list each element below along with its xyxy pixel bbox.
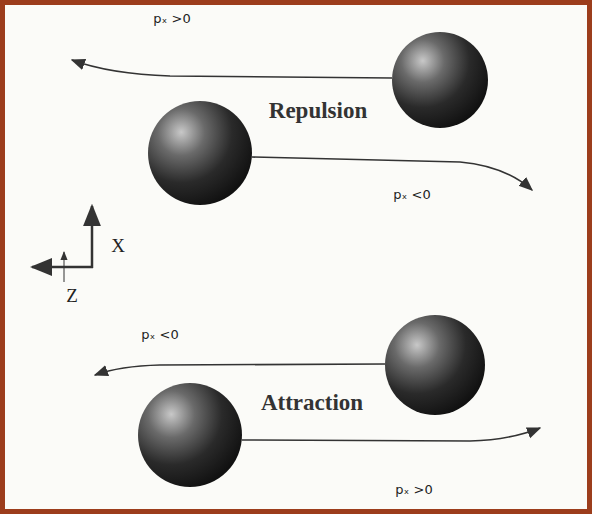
momentum-label: pₓ <0 bbox=[141, 328, 178, 342]
trajectory-arrow bbox=[252, 157, 532, 190]
axis-label: X bbox=[111, 236, 125, 257]
particle-sphere bbox=[138, 383, 242, 487]
momentum-label: pₓ >0 bbox=[395, 483, 432, 497]
trajectory-arrow bbox=[242, 428, 540, 441]
trajectory-arrow bbox=[72, 60, 392, 78]
momentum-label: pₓ >0 bbox=[153, 12, 190, 26]
regime-label: Attraction bbox=[261, 390, 363, 415]
particle-sphere bbox=[148, 101, 252, 205]
momentum-label: pₓ <0 bbox=[393, 188, 430, 202]
axis-label: Z bbox=[66, 286, 78, 307]
particle-sphere bbox=[392, 32, 488, 128]
particle-sphere bbox=[385, 315, 485, 415]
axis-arrow bbox=[91, 206, 94, 268]
axis-arrow bbox=[64, 252, 65, 282]
axis-arrow bbox=[32, 266, 93, 269]
regime-label: Repulsion bbox=[269, 98, 367, 123]
frame bbox=[3, 3, 590, 512]
trajectory-arrow bbox=[95, 364, 385, 375]
